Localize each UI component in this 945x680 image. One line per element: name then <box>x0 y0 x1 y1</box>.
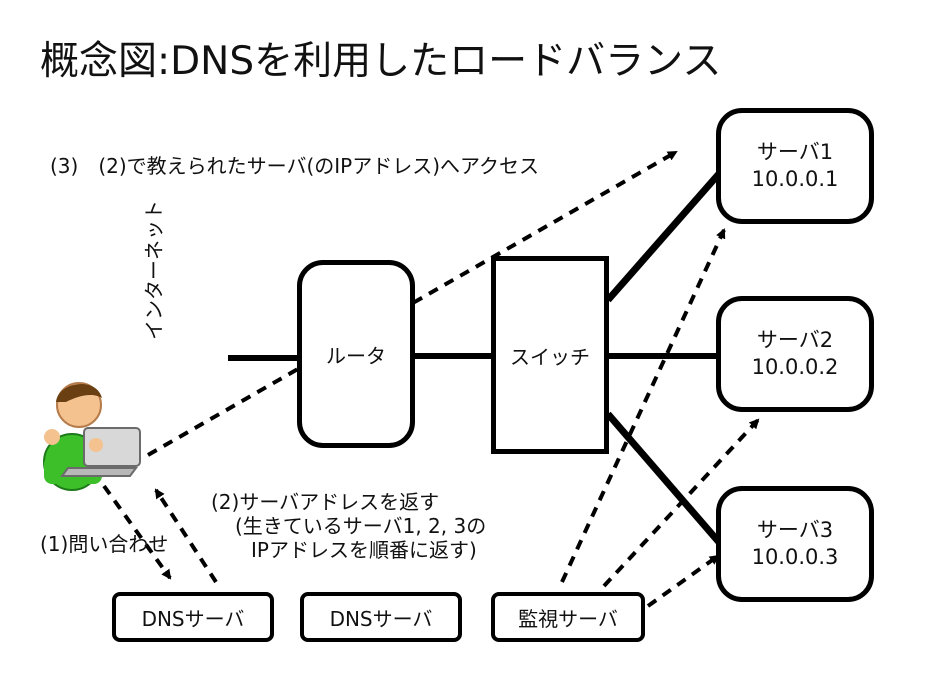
access-arrow <box>147 150 678 457</box>
diagram-title: 概念図:DNSを利用したロードバランス <box>40 39 722 84</box>
dns-server-2-label: DNSサーバ <box>329 606 433 631</box>
switch-server1-link <box>605 165 727 303</box>
server-1-name: サーバ1 <box>756 140 834 164</box>
step2-line-2: (生きているサーバ1, 2, 3の <box>235 514 487 538</box>
monitor-server3-arrow <box>646 554 720 608</box>
server-1: サーバ1 10.0.0.1 <box>716 108 874 224</box>
switch-server3-link <box>605 411 727 551</box>
server-2-name: サーバ2 <box>756 328 834 352</box>
server-3-ip: 10.0.0.3 <box>751 545 839 569</box>
switch-node: スイッチ <box>491 256 609 454</box>
server-3-name: サーバ3 <box>756 518 834 542</box>
user-icon <box>43 382 141 491</box>
router-label: ルータ <box>326 343 386 368</box>
step1-note: (1)問い合わせ <box>40 532 169 556</box>
step3-note: (3) (2)で教えられたサーバ(のIPアドレス)へアクセス <box>50 154 540 178</box>
response-arrow <box>154 488 218 584</box>
step2-line-3: IPアドレスを順番に返す) <box>251 538 477 562</box>
internet-label: インターネット <box>142 200 166 340</box>
dns-server-1: DNSサーバ <box>112 592 274 642</box>
monitor-server: 監視サーバ <box>491 592 645 642</box>
dns-server-1-label: DNSサーバ <box>141 606 245 631</box>
dns-server-2: DNSサーバ <box>300 592 462 642</box>
switch-label: スイッチ <box>510 344 590 369</box>
monitor-server-label: 監視サーバ <box>518 606 618 631</box>
server-2: サーバ2 10.0.0.2 <box>716 296 874 412</box>
step2-line-1: (2)サーバアドレスを返す <box>211 490 440 514</box>
server-2-ip: 10.0.0.2 <box>751 355 839 379</box>
monitor-server2-arrow <box>602 418 760 588</box>
step2-note: (2)サーバアドレスを返す (生きているサーバ1, 2, 3の IPアドレスを順… <box>203 490 503 562</box>
server-3: サーバ3 10.0.0.3 <box>716 486 874 602</box>
router-node: ルータ <box>297 260 415 448</box>
server-1-ip: 10.0.0.1 <box>751 167 839 191</box>
query-arrow <box>102 484 172 580</box>
